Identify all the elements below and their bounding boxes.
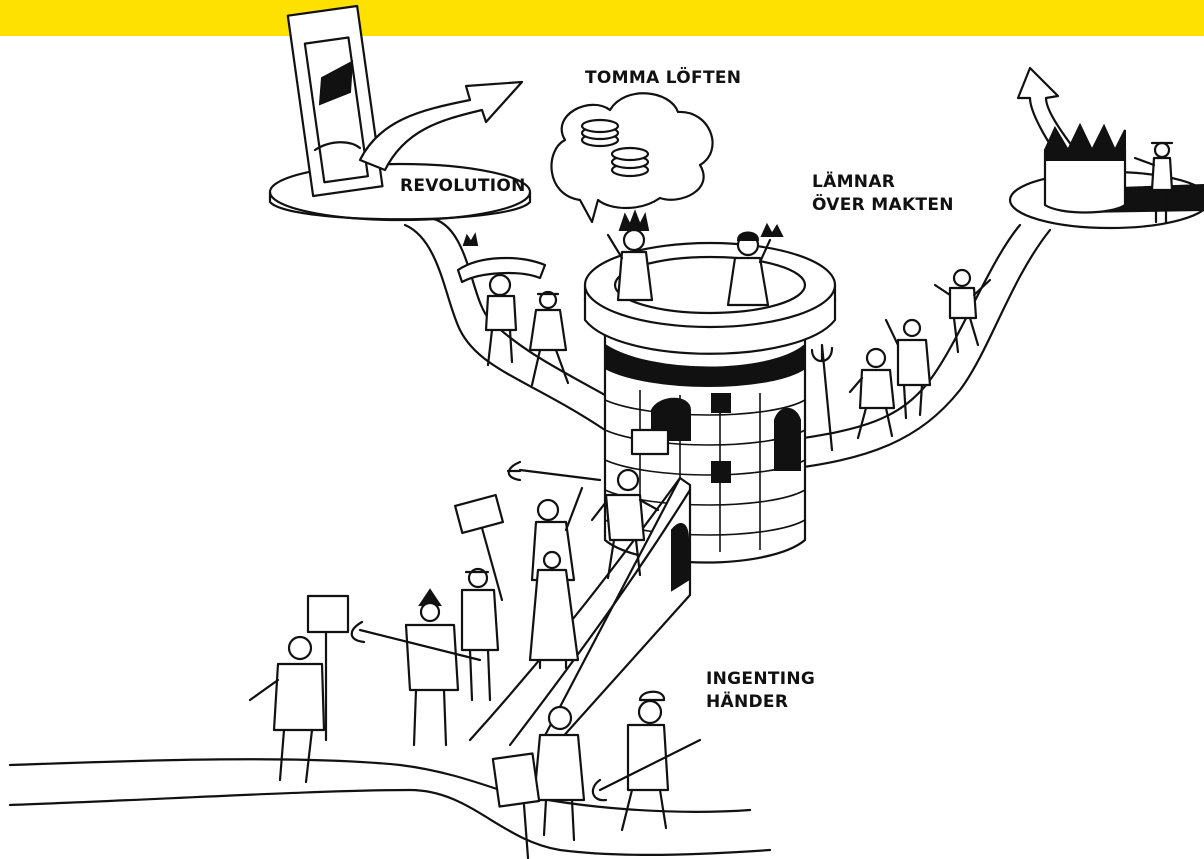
revolution-label: REVOLUTION [400, 176, 526, 196]
person-figure [848, 347, 896, 440]
person-figure [456, 232, 547, 367]
nothing-happens-label-line1: INGENTING [706, 669, 816, 689]
header-accent-bar [0, 0, 1204, 36]
main-road [8, 758, 772, 857]
person-figure [1133, 141, 1174, 224]
nothing-happens-label-line2: HÄNDER [706, 692, 789, 712]
protest-sign-icon [453, 493, 505, 602]
staircase [468, 476, 692, 747]
person-figure [404, 588, 460, 747]
person-figure [248, 635, 326, 784]
guillotine-icon [286, 4, 384, 198]
pitchfork-icon [350, 620, 482, 662]
protest-sign-icon [306, 594, 350, 742]
person-figure [590, 468, 660, 580]
person-figure [528, 290, 570, 387]
pitchfork-icon [810, 343, 834, 452]
king-figure [606, 209, 654, 302]
person-figure [528, 550, 580, 670]
person-figure [532, 705, 586, 842]
leader-figure [726, 222, 784, 307]
hands-over-power-label-line2: ÖVER MAKTEN [812, 195, 954, 215]
person-figure [460, 567, 500, 702]
person-figure [884, 318, 932, 420]
thought-bubble [550, 92, 714, 224]
hands-over-power-label-line1: LÄMNAR [812, 172, 896, 192]
crown-icon [1043, 122, 1127, 214]
arrow-icon [358, 80, 524, 172]
pitchfork-icon [506, 460, 602, 482]
pitchfork-icon [591, 738, 702, 802]
empty-promises-label: TOMMA LÖFTEN [585, 68, 742, 88]
protest-sign-icon [491, 752, 541, 859]
person-figure [620, 690, 670, 832]
person-figure [933, 268, 992, 354]
coins-icon [580, 118, 650, 178]
